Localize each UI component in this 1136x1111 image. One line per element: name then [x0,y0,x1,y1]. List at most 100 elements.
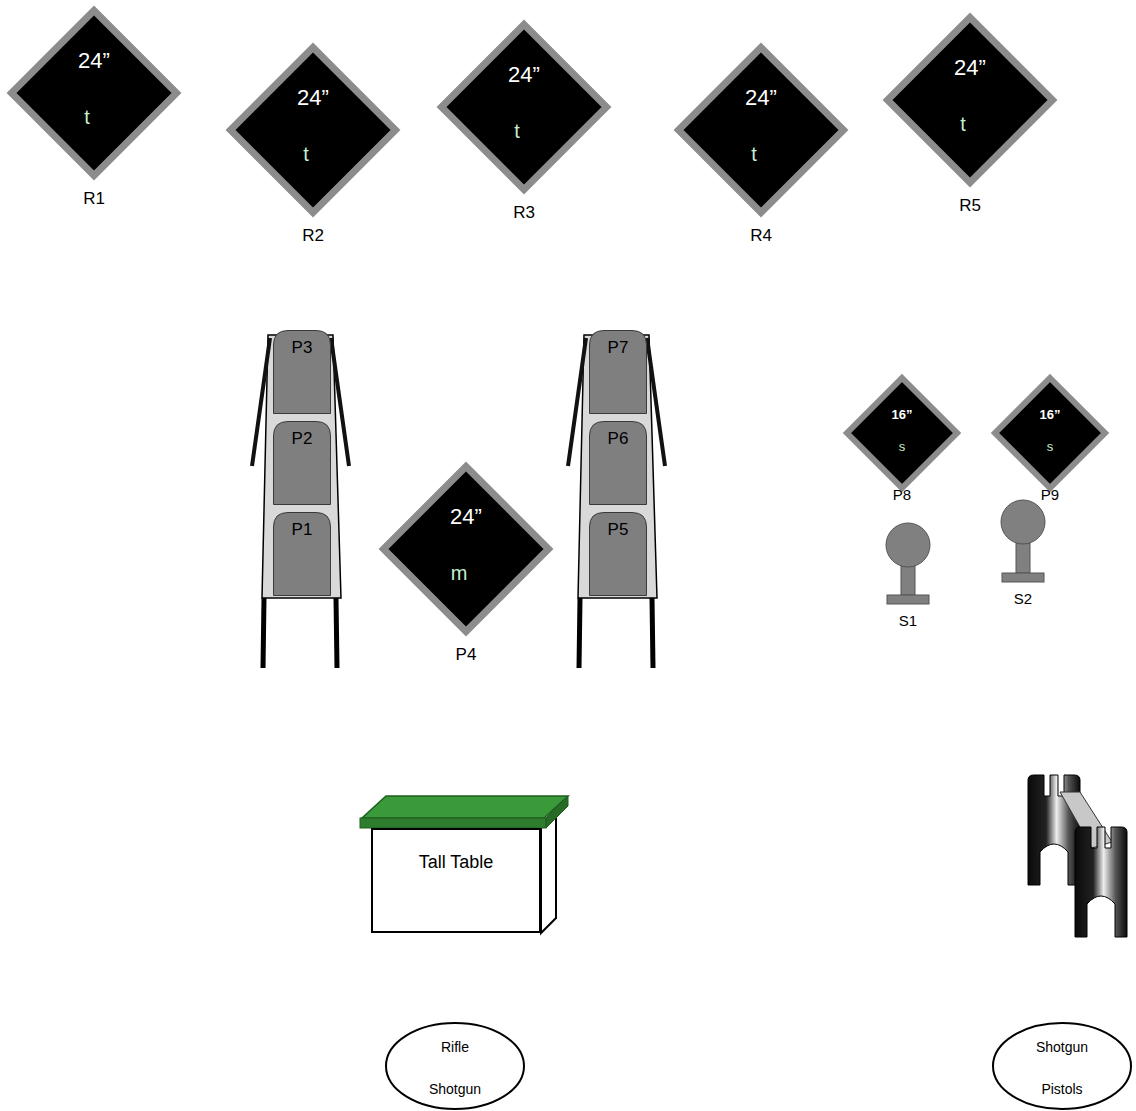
shooting-position: RifleShotgun [385,1022,525,1110]
steel-target-outline [227,44,399,216]
target-plate [886,523,930,567]
steel-target: 16”sP9 [992,375,1108,491]
gun-label: Rifle [441,1040,469,1055]
tombstone-target: P1 [273,512,331,596]
target-label: P9 [1041,487,1059,504]
table-surface [362,796,568,818]
target-base [1002,573,1044,582]
knockdown-target-outline [885,522,931,605]
gun-label: Pistols [1041,1082,1082,1097]
table-edge [546,796,568,828]
target-label: P1 [292,521,313,540]
tombstone-shape [274,513,331,596]
steel-target-outline [992,375,1108,491]
target-type: t [751,143,757,165]
tombstone-shape [274,422,331,505]
diamond-plate [888,18,1053,183]
target-label: P3 [292,339,313,358]
steel-target: 24”tR5 [884,14,1056,186]
tombstone-target: P5 [589,512,647,596]
gun-label: Shotgun [1036,1040,1088,1055]
pistol-rack [1028,775,1127,937]
target-label: P5 [608,521,629,540]
target-label: R1 [83,190,105,209]
tombstone-shape [274,331,331,414]
tall-table: Tall Table [371,828,541,933]
target-label: P7 [608,339,629,358]
steel-target-outline [844,375,960,491]
target-label: R2 [302,227,324,246]
target-label: R3 [513,204,535,223]
shooting-position: ShotgunPistols [992,1022,1132,1110]
target-type: t [960,113,966,135]
gun-label: Shotgun [429,1082,481,1097]
steel-target-outline [675,44,847,216]
position-circle [993,1023,1131,1109]
target-type: t [84,106,90,128]
diamond-plate [384,467,549,632]
stand-leg [652,598,653,668]
stand-leg [336,598,337,668]
target-size: 24” [450,505,482,529]
target-label: P2 [292,430,313,449]
steel-target: 24”tR4 [675,44,847,216]
rack-upright [1075,827,1127,937]
knockdown-target: S2 [1000,499,1046,583]
tombstone-target: P6 [589,421,647,505]
position-circle [386,1023,524,1109]
target-label: P6 [608,430,629,449]
stand-bar [647,338,665,466]
target-label: R4 [750,227,772,246]
diamond-plate [442,25,607,190]
diamond-plate [995,378,1105,488]
target-size: 16” [892,408,913,422]
target-size: 24” [297,86,329,110]
tombstone-shape [590,422,647,505]
diamond-plate [679,48,844,213]
stand-leg [263,598,264,668]
target-stem [901,566,915,595]
tombstone-target: P3 [273,330,331,414]
target-stem [1016,543,1030,573]
stand-bar [331,338,349,466]
tombstone-target: P2 [273,421,331,505]
target-size: 24” [78,49,110,73]
stand-bar [568,338,586,466]
stand-leg [579,598,580,668]
knockdown-target-outline [1000,499,1046,583]
steel-target: 24”tR2 [227,44,399,216]
target-type: t [303,143,309,165]
diamond-plate [231,48,396,213]
target-label: S1 [899,613,917,630]
steel-target: 24”tR1 [8,7,180,179]
diamond-plate [847,378,957,488]
target-label: P8 [893,487,911,504]
target-label: P4 [456,646,477,665]
table-side [541,814,556,933]
steel-target: 16”sP8 [844,375,960,491]
stand-bar [252,338,270,466]
target-type: m [451,562,468,584]
target-label: R5 [959,197,981,216]
steel-target-outline [438,21,610,193]
tombstone-shape [590,513,647,596]
tombstone-shape [590,331,647,414]
tall-table-outline [371,828,541,933]
table-front [372,829,540,932]
tombstone-target: P7 [589,330,647,414]
steel-target-outline [380,463,552,635]
knockdown-target: S1 [885,522,931,605]
target-type: s [899,440,906,454]
steel-target: 24”tR3 [438,21,610,193]
table-top [360,796,568,933]
steel-target: 24”mP4 [380,463,552,635]
steel-target-outline [8,7,180,179]
table-edge [360,818,546,828]
target-base [887,595,929,604]
target-size: 24” [954,56,986,80]
target-type: t [514,120,520,142]
steel-target-outline [884,14,1056,186]
target-label: S2 [1014,591,1032,608]
target-size: 24” [745,86,777,110]
